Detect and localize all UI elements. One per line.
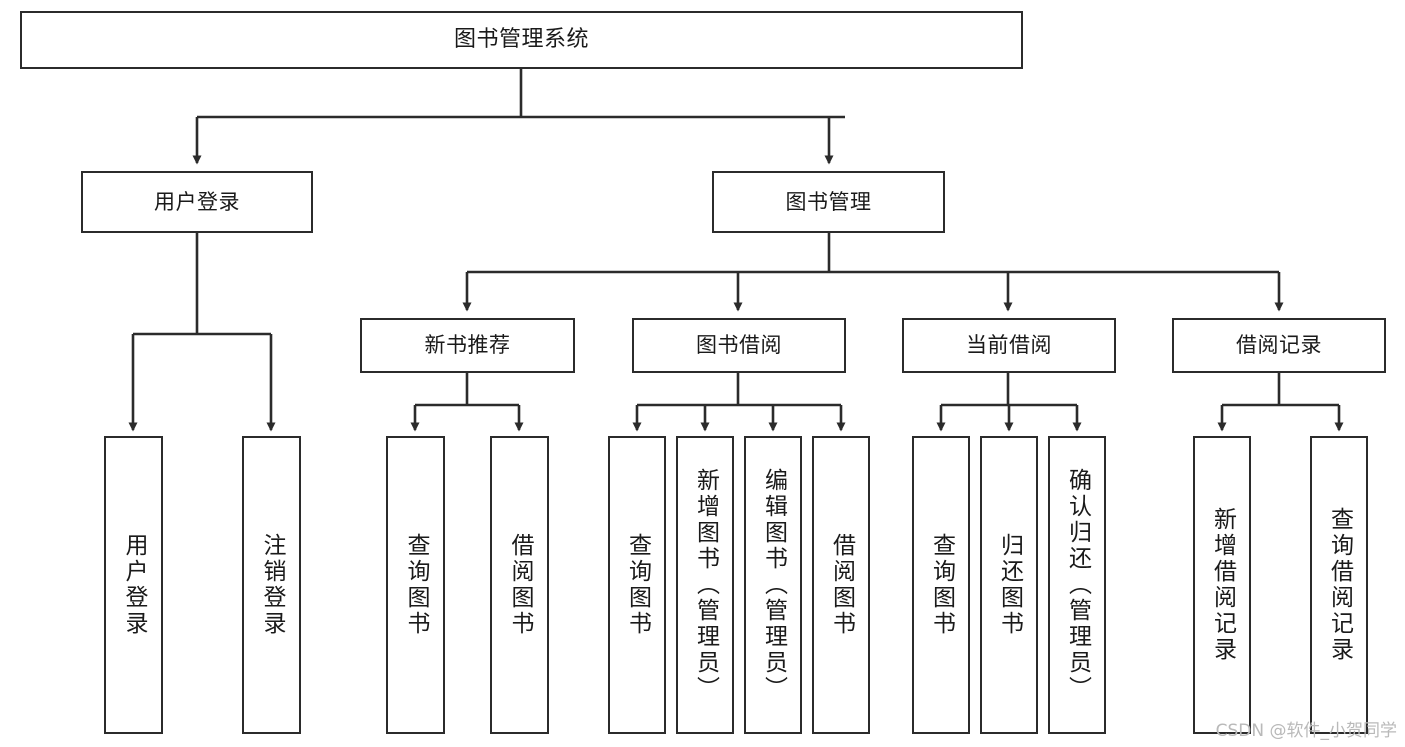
node-label: 注销登录 [259, 533, 285, 637]
node-label: 借阅记录 [1236, 333, 1322, 358]
node-current-borrowing[interactable]: 当前借阅 [902, 318, 1116, 373]
node-label: 查询借阅记录 [1326, 507, 1353, 663]
leaf-book-borrow-add-book-admin[interactable]: 新增图书（管理员） [676, 436, 734, 734]
node-book-borrowing[interactable]: 图书借阅 [632, 318, 846, 373]
leaf-borrow-record-query-record[interactable]: 查询借阅记录 [1310, 436, 1368, 734]
node-label: 当前借阅 [966, 333, 1052, 358]
leaf-new-book-query-books[interactable]: 查询图书 [386, 436, 445, 734]
leaf-user-login-login[interactable]: 用户登录 [104, 436, 163, 734]
leaf-new-book-borrow-books[interactable]: 借阅图书 [490, 436, 549, 734]
leaf-current-borrow-query-books[interactable]: 查询图书 [912, 436, 970, 734]
node-label: 确认归还（管理员） [1064, 468, 1091, 702]
leaf-book-borrow-query-books[interactable]: 查询图书 [608, 436, 666, 734]
leaf-borrow-record-add-record[interactable]: 新增借阅记录 [1193, 436, 1251, 734]
node-label: 新增借阅记录 [1209, 507, 1236, 663]
node-label: 图书管理 [785, 189, 872, 214]
node-label: 归还图书 [996, 533, 1023, 637]
leaf-current-borrow-confirm-return-admin[interactable]: 确认归还（管理员） [1048, 436, 1106, 734]
csdn-watermark: CSDN @软件_小贺同学 [1215, 721, 1397, 741]
node-borrowing-records[interactable]: 借阅记录 [1172, 318, 1386, 373]
leaf-user-login-logout[interactable]: 注销登录 [242, 436, 301, 734]
node-book-management[interactable]: 图书管理 [712, 171, 945, 233]
node-label: 用户登录 [154, 189, 240, 214]
node-label: 编辑图书（管理员） [760, 468, 787, 702]
node-label: 图书借阅 [696, 333, 782, 358]
node-label: 新书推荐 [424, 333, 511, 358]
node-user-login[interactable]: 用户登录 [81, 171, 313, 233]
node-label: 查询图书 [624, 533, 651, 637]
node-label: 查询图书 [928, 533, 955, 637]
leaf-book-borrow-edit-book-admin[interactable]: 编辑图书（管理员） [744, 436, 802, 734]
node-label: 新增图书（管理员） [692, 468, 719, 702]
node-root-book-management-system[interactable]: 图书管理系统 [20, 11, 1023, 69]
node-new-book-recommendation[interactable]: 新书推荐 [360, 318, 575, 373]
node-label: 图书管理系统 [453, 27, 589, 53]
node-label: 借阅图书 [507, 533, 533, 637]
leaf-book-borrow-borrow-books[interactable]: 借阅图书 [812, 436, 870, 734]
node-label: 用户登录 [121, 533, 147, 637]
node-label: 借阅图书 [828, 533, 855, 637]
node-label: 查询图书 [403, 533, 429, 637]
leaf-current-borrow-return-books[interactable]: 归还图书 [980, 436, 1038, 734]
